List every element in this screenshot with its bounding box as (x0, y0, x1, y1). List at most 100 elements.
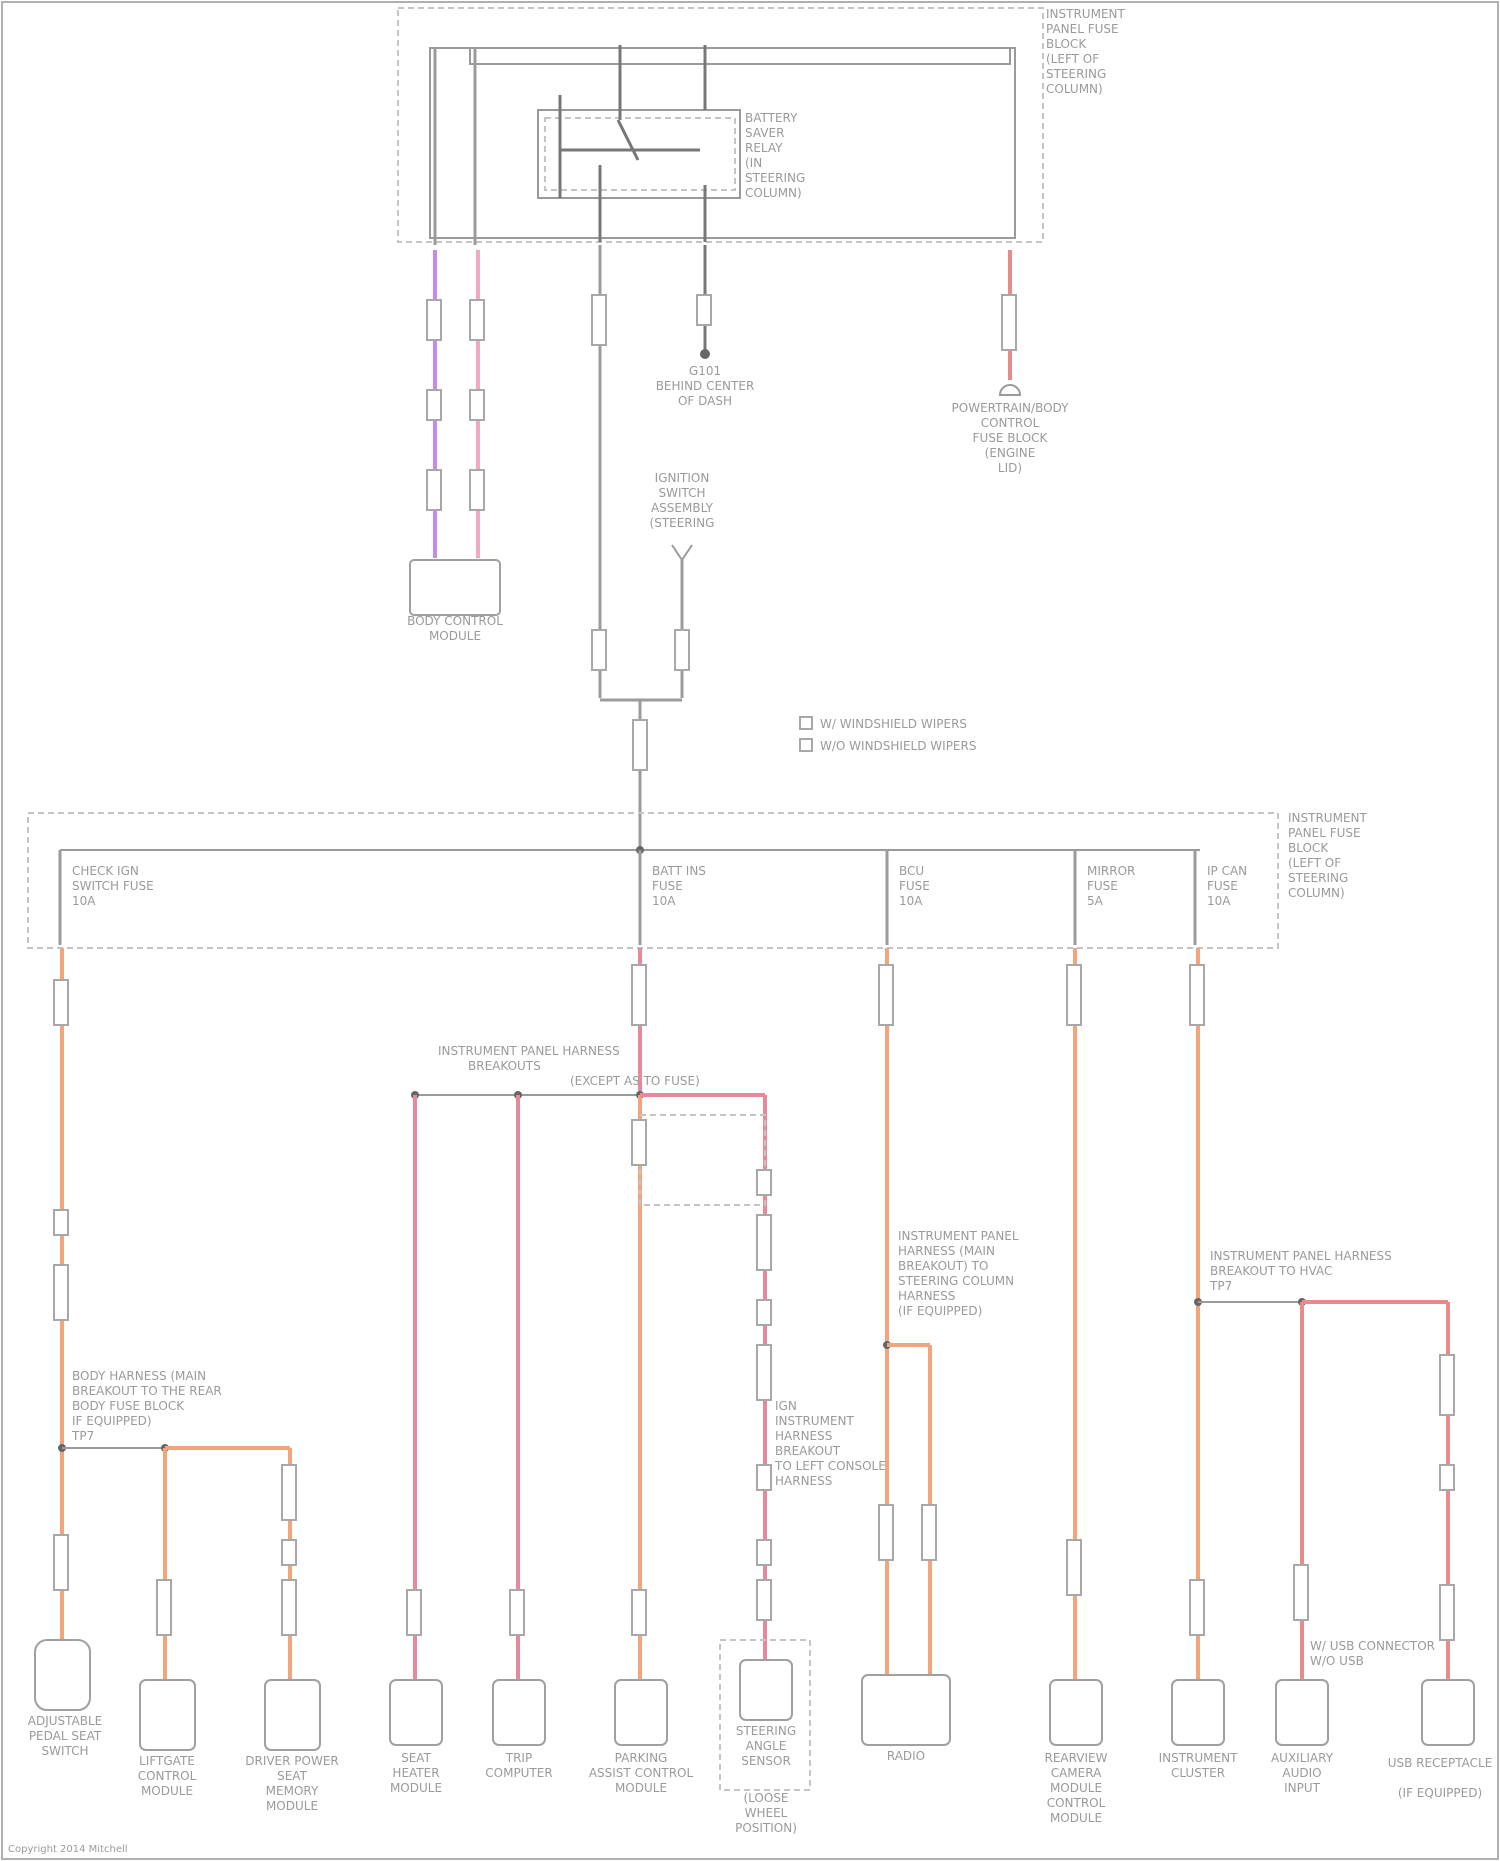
component-5-l1: ASSIST CONTROL (589, 1766, 694, 1780)
note-0-l2: (EXCEPT AS TO FUSE) (570, 1074, 700, 1088)
note-0-l1: BREAKOUTS (468, 1059, 541, 1073)
footer-copyright: Copyright 2014 Mitchell (8, 1844, 128, 1855)
component-11-l0: USB RECEPTACLE (1388, 1756, 1493, 1770)
note-3-l4: TP7 (71, 1429, 94, 1443)
component-9: INSTRUMENT CLUSTER (1159, 1680, 1238, 1780)
fuse-3-l2: 5A (1087, 894, 1104, 908)
fuse-1-l1: FUSE (652, 879, 683, 893)
component-7: RADIO (862, 1675, 950, 1763)
fuse-2: BCU FUSE 10A (887, 850, 930, 945)
note-2-l0: INSTRUMENT PANEL HARNESS (1210, 1249, 1392, 1263)
lower-block-label-5: COLUMN) (1288, 886, 1345, 900)
underhood-label-1: CONTROL (981, 416, 1040, 430)
note-0-l0: INSTRUMENT PANEL HARNESS (438, 1044, 620, 1058)
lower-block-label-3: (LEFT OF (1288, 856, 1341, 870)
ign-label-3: (STEERING (650, 516, 715, 530)
component-3-l2: MODULE (390, 1781, 442, 1795)
component-6-l5: POSITION) (735, 1821, 797, 1835)
underhood-label-3: (ENGINE (985, 446, 1036, 460)
ign-label-1: SWITCH (658, 486, 705, 500)
note-4-l4: TO LEFT CONSOLE (774, 1459, 886, 1473)
component-6-l3: (LOOSE (743, 1791, 788, 1805)
relay-label-3: (IN (745, 156, 762, 170)
lower-block-label-0: INSTRUMENT (1288, 811, 1367, 825)
fuse-1-l2: 10A (652, 894, 676, 908)
lower-fuse-block: INSTRUMENT PANEL FUSE BLOCK (LEFT OF STE… (28, 811, 1367, 948)
note-1-l3: STEERING COLUMN (898, 1274, 1014, 1288)
fuse-2-l1: FUSE (899, 879, 930, 893)
fuse-3: MIRROR FUSE 5A (1075, 850, 1135, 945)
legend-item-0: W/ WINDSHIELD WIPERS (820, 717, 967, 731)
component-6-l0: STEERING (736, 1724, 796, 1738)
underhood-label-0: POWERTRAIN/BODY (952, 401, 1070, 415)
fuse-4-l2: 10A (1207, 894, 1231, 908)
bcm-label-0: BODY CONTROL (407, 614, 503, 628)
note-4-l3: BREAKOUT (775, 1444, 841, 1458)
note-1-l5: (IF EQUIPPED) (898, 1304, 982, 1318)
note-3-l1: BREAKOUT TO THE REAR (72, 1384, 222, 1398)
lower-block-label-1: PANEL FUSE (1288, 826, 1361, 840)
component-3-l1: HEATER (392, 1766, 439, 1780)
component-0: ADJUSTABLE PEDAL SEAT SWITCH (28, 1640, 103, 1758)
legend: W/ WINDSHIELD WIPERS W/O WINDSHIELD WIPE… (800, 717, 976, 753)
lower-block-label-4: STEERING (1288, 871, 1348, 885)
component-6-l1: ANGLE (746, 1739, 787, 1753)
component-10-l0: AUXILIARY (1271, 1751, 1334, 1765)
relay-label: BATTERY (745, 111, 798, 125)
body-control-module: BODY CONTROL MODULE (407, 560, 503, 643)
fuse-3-l0: MIRROR (1087, 864, 1135, 878)
component-1-l2: MODULE (141, 1784, 193, 1798)
component-9-l0: INSTRUMENT (1159, 1751, 1238, 1765)
component-10: AUXILIARY AUDIO INPUT (1271, 1680, 1334, 1795)
component-5: PARKING ASSIST CONTROL MODULE (589, 1680, 694, 1795)
component-0-l2: SWITCH (41, 1744, 88, 1758)
component-2-l0: DRIVER POWER (245, 1754, 339, 1768)
note-4-l0: IGN (775, 1399, 797, 1413)
top-block-label-3: (LEFT OF (1046, 52, 1099, 66)
top-block-label-1: PANEL FUSE (1046, 22, 1119, 36)
top-fuse-block: BATTERY SAVER RELAY (IN STEERING COLUMN)… (398, 7, 1125, 242)
component-2-l3: MODULE (266, 1799, 318, 1813)
note-1-l0: INSTRUMENT PANEL (898, 1229, 1019, 1243)
top-block-label-0: INSTRUMENT (1046, 7, 1125, 21)
note-3-l2: BODY FUSE BLOCK (72, 1399, 185, 1413)
component-3: SEAT HEATER MODULE (390, 1680, 442, 1795)
component-2-l1: SEAT (277, 1769, 307, 1783)
component-8-l3: CONTROL (1047, 1796, 1106, 1810)
component-2: DRIVER POWER SEAT MEMORY MODULE (245, 1680, 339, 1813)
lower-block-label-2: BLOCK (1288, 841, 1329, 855)
note-1-l2: BREAKOUT) TO (898, 1259, 988, 1273)
component-8-l4: MODULE (1050, 1811, 1102, 1825)
component-10-l2: INPUT (1284, 1781, 1321, 1795)
legend-item-1: W/O WINDSHIELD WIPERS (820, 739, 976, 753)
top-block-label-2: BLOCK (1046, 37, 1087, 51)
ground-label-1: BEHIND CENTER (656, 379, 755, 393)
relay-label-5: COLUMN) (745, 186, 802, 200)
relay-label-2: RELAY (745, 141, 783, 155)
ground-label-0: G101 (689, 364, 721, 378)
note-5-l0: W/ USB CONNECTOR (1310, 1639, 1435, 1653)
fuse-4: IP CAN FUSE 10A (1195, 850, 1247, 945)
battery-saver-relay (538, 110, 740, 198)
note-2-l2: TP7 (1209, 1279, 1232, 1293)
ign-label-2: ASSEMBLY (651, 501, 714, 515)
ignition-switch: IGNITION SWITCH ASSEMBLY (STEERING (592, 471, 714, 815)
component-11-l1: (IF EQUIPPED) (1398, 1786, 1482, 1800)
note-3-l3: IF EQUIPPED) (72, 1414, 152, 1428)
note-4-l2: HARNESS (775, 1429, 832, 1443)
fuse-0-l1: SWITCH FUSE (72, 879, 154, 893)
fuse-4-l0: IP CAN (1207, 864, 1247, 878)
component-4-l1: COMPUTER (485, 1766, 552, 1780)
fuse-1: BATT INS FUSE 10A (640, 850, 706, 945)
fuse-1-l0: BATT INS (652, 864, 706, 878)
fuse-0-l0: CHECK IGN (72, 864, 139, 878)
component-0-l1: PEDAL SEAT (29, 1729, 102, 1743)
component-6-l4: WHEEL (745, 1806, 788, 1820)
ground-label-2: OF DASH (678, 394, 732, 408)
component-5-l2: MODULE (615, 1781, 667, 1795)
component-9-l1: CLUSTER (1171, 1766, 1225, 1780)
branch-wires: BODY HARNESS (MAIN BREAKOUT TO THE REAR … (54, 948, 1454, 1680)
component-6: STEERING ANGLE SENSOR (LOOSE WHEEL POSIT… (720, 1640, 810, 1835)
